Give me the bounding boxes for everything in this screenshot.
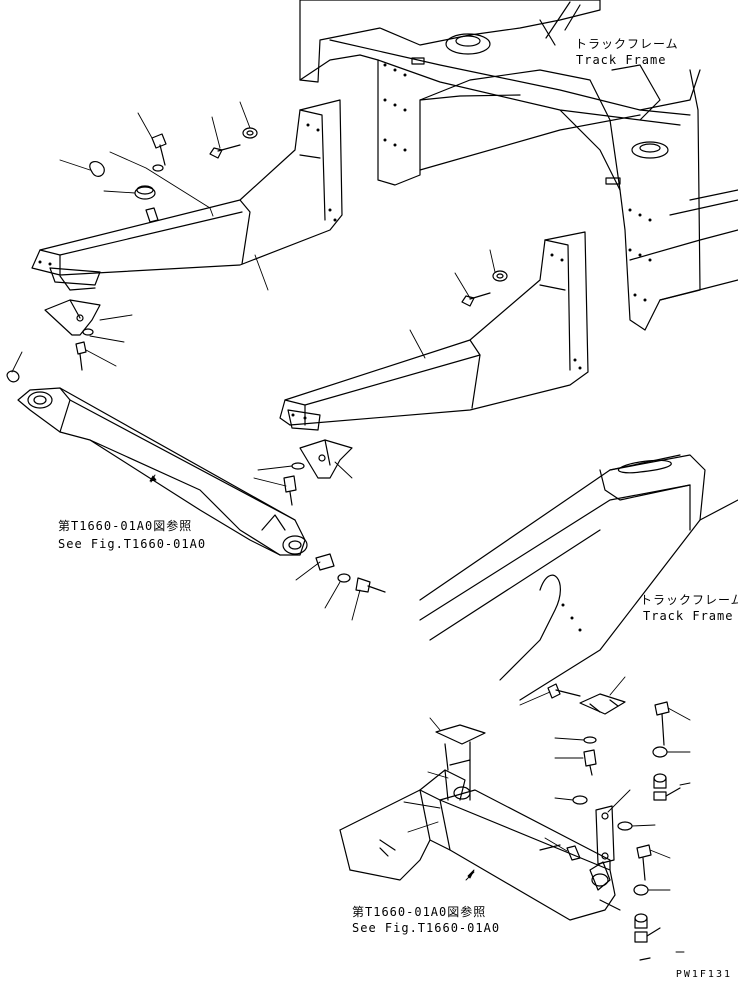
axle-beam-left bbox=[17, 387, 308, 556]
track-frame-top-label-jp: トラックフレーム bbox=[575, 37, 679, 51]
lower-right-mount bbox=[547, 683, 681, 943]
upper-left-small-parts bbox=[89, 127, 258, 223]
track-frame-mid-label-jp: トラックフレーム bbox=[640, 593, 738, 607]
ref-bottom-label-en: See Fig.T1660-01A0 bbox=[352, 921, 501, 935]
track-frame-bottom bbox=[419, 454, 738, 701]
mid-mount-bracket bbox=[283, 439, 353, 506]
drawing-number: PW1F131 bbox=[675, 969, 732, 980]
track-frame-mid-label-en: Track Frame bbox=[643, 609, 734, 623]
ref-bottom-label-jp: 第T1660-01A0図参照 bbox=[352, 905, 487, 919]
left-mount-bracket bbox=[6, 299, 101, 383]
axle-end-bolts bbox=[315, 553, 386, 593]
ref-left-label-en: See Fig.T1660-01A0 bbox=[58, 537, 207, 551]
leader-lines bbox=[11, 101, 691, 953]
track-frame-top-label-en: Track Frame bbox=[576, 53, 667, 67]
ref-left-label-jp: 第T1660-01A0図参照 bbox=[58, 519, 193, 533]
bracket-arm-left bbox=[31, 99, 343, 291]
axle-beam-bottom bbox=[339, 724, 651, 961]
bracket-arm-right bbox=[279, 231, 589, 431]
track-frame-top bbox=[299, 0, 738, 331]
